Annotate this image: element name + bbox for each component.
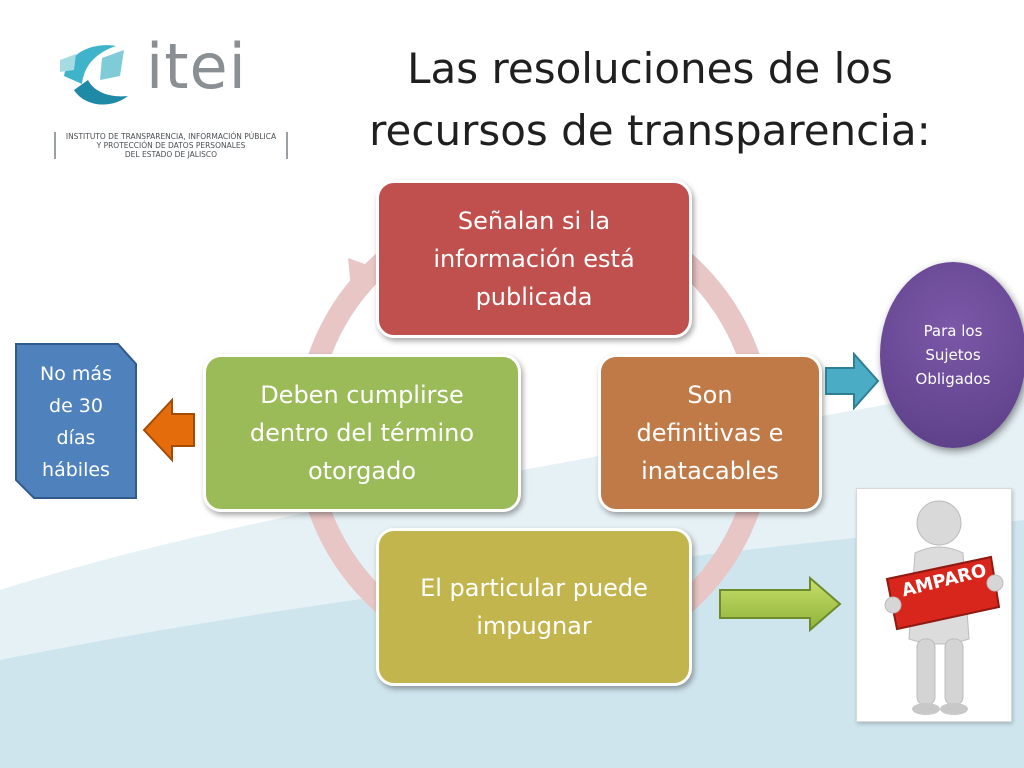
logo-subtitle: INSTITUTO DE TRANSPARENCIA, INFORMACIÓN … [54, 132, 288, 159]
side-note-left: No más de 30 días hábiles [14, 342, 138, 500]
node-text: dentro del término [249, 419, 475, 447]
cycle-node-left: Deben cumplirse dentro del término otorg… [203, 354, 521, 512]
logo-subtitle-line: INSTITUTO DE TRANSPARENCIA, INFORMACIÓN … [65, 132, 277, 141]
itei-logo-mark-icon [60, 45, 128, 105]
node-text: El particular puede [420, 574, 648, 602]
arrow-right-blue-icon [825, 352, 880, 410]
cycle-node-bottom: El particular puede impugnar [376, 528, 692, 686]
node-text: definitivas e [636, 419, 784, 447]
note-text: Sujetos [925, 346, 981, 364]
title-line: Las resoluciones de los [407, 44, 893, 93]
arrow-right-green-icon [719, 576, 842, 632]
node-text: Son [687, 381, 733, 409]
arrow-left-icon [142, 397, 195, 463]
node-text: impugnar [476, 612, 592, 640]
node-text: Señalan si la [457, 207, 611, 235]
cycle-arrowhead-icon [348, 258, 376, 298]
node-text: publicada [475, 283, 593, 311]
cycle-node-top: Señalan si la información está publicada [376, 180, 692, 338]
person-holding-sign-icon [884, 500, 1004, 715]
side-note-right: Para los Sujetos Obligados [880, 262, 1024, 448]
logo-wordmark: itei [146, 30, 247, 103]
node-text: Deben cumplirse [260, 381, 464, 409]
slide-title: Las resoluciones de los recursos de tran… [330, 38, 970, 162]
note-text: Para los [923, 322, 983, 340]
node-text: otorgado [307, 457, 417, 485]
note-text: hábiles [42, 459, 110, 481]
title-line: recursos de transparencia: [369, 106, 931, 155]
note-card-shape [15, 343, 137, 499]
note-text: Obligados [915, 370, 991, 388]
note-text: días [56, 427, 96, 449]
cycle-node-right: Son definitivas e inatacables [598, 354, 822, 512]
node-text: información está [433, 245, 635, 273]
logo-subtitle-line: Y PROTECCIÓN DE DATOS PERSONALES [96, 141, 246, 150]
note-text: de 30 [49, 395, 103, 417]
node-text: inatacables [641, 457, 779, 485]
amparo-illustration: AMPARO [856, 488, 1012, 722]
note-text: No más [40, 363, 112, 385]
itei-logo: itei INSTITUTO DE TRANSPARENCIA, INFORMA… [54, 30, 288, 166]
logo-subtitle-line: DEL ESTADO DE JALISCO [124, 150, 218, 159]
